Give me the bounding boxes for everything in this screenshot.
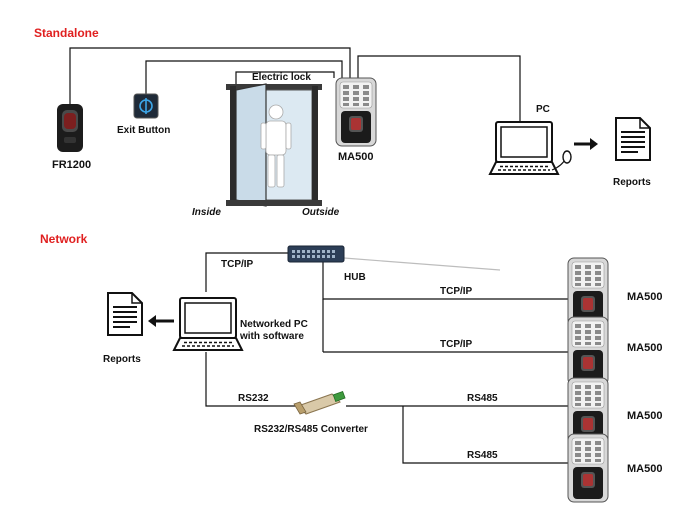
door-illustration [226, 83, 322, 207]
tcpip-1-label: TCP/IP [440, 286, 473, 297]
wire-fr1200-ma500 [69, 47, 351, 104]
pc-label: PC [536, 104, 550, 115]
inside-label: Inside [192, 207, 221, 218]
outside-label: Outside [302, 207, 340, 218]
arrow-right-icon [574, 138, 598, 150]
network-hub [287, 245, 345, 263]
ma500-standalone-label: MA500 [338, 151, 373, 163]
networked-pc-label-line1: Networked PC [240, 319, 308, 330]
rs232-rs485-converter [293, 390, 346, 415]
ma500-network-4-label: MA500 [627, 463, 662, 475]
pc-laptop-icon [489, 121, 559, 175]
wire-rs485-ma500-4 [402, 406, 568, 464]
wire-pc-hub [205, 252, 288, 292]
wire-pc-converter [205, 352, 298, 407]
network-reports-document-icon [107, 292, 143, 336]
network-section-title: Network [40, 232, 88, 246]
tcpip-hub-label: TCP/IP [221, 259, 254, 270]
fr1200-reader [57, 104, 83, 152]
ma500-network-1-label: MA500 [627, 291, 662, 303]
rs485-2-label: RS485 [467, 450, 498, 461]
reports-document-icon [615, 117, 651, 161]
electric-lock-label: Electric lock [252, 72, 311, 83]
tcpip-2-label: TCP/IP [440, 339, 473, 350]
converter-label: RS232/RS485 Converter [254, 424, 368, 435]
wire-hub-faint [343, 257, 501, 271]
wire-lock-ma500 [235, 71, 335, 84]
ma500-terminal-network-4 [567, 433, 609, 503]
ma500-terminal-network-2 [567, 316, 609, 386]
fr1200-label: FR1200 [52, 159, 91, 171]
ma500-network-3-label: MA500 [627, 410, 662, 422]
network-reports-label: Reports [103, 354, 141, 365]
networked-pc-laptop-icon [173, 297, 243, 351]
rs232-label: RS232 [238, 393, 269, 404]
networked-pc-label-line2: with software [239, 331, 304, 342]
rs485-1-label: RS485 [467, 393, 498, 404]
mouse-icon [551, 150, 572, 171]
standalone-reports-label: Reports [613, 177, 651, 188]
wire-exit-ma500 [145, 60, 343, 94]
exit-button-label: Exit Button [117, 125, 170, 136]
exit-button-device [133, 93, 159, 119]
standalone-section-title: Standalone [34, 26, 99, 40]
wire-ma500-pc [357, 55, 521, 122]
arrow-left-icon [148, 315, 174, 327]
ma500-network-2-label: MA500 [627, 342, 662, 354]
hub-label: HUB [344, 272, 366, 283]
ma500-terminal-network-1 [567, 257, 609, 327]
ma500-terminal-standalone [335, 77, 377, 147]
